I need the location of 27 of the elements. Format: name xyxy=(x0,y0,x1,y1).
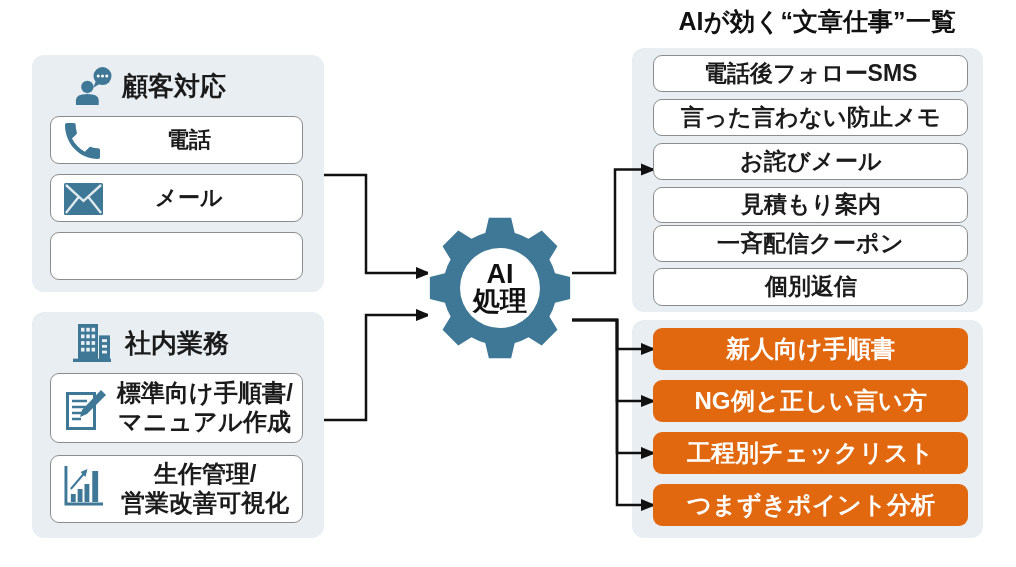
highlight-box: NG例と正しい言い方 xyxy=(653,380,968,422)
title: AIが効く“文章仕事”一覧 xyxy=(678,6,956,36)
item-box xyxy=(50,174,303,222)
highlight-box: 新人向け手順書 xyxy=(653,328,968,370)
highlight-box: 工程別チェックリスト xyxy=(653,432,968,474)
item-label: 電話 xyxy=(166,126,211,154)
item-label: メール xyxy=(154,184,223,212)
item-label: 標準向け手順書/マニュアル作成 xyxy=(117,379,293,437)
highlight-box: つまずきポイント分析 xyxy=(653,484,968,526)
item-box xyxy=(50,373,303,443)
group-panel xyxy=(32,55,324,292)
group-panel xyxy=(632,48,983,312)
item-box: 言った言わない防止メモ xyxy=(653,99,968,136)
group-panel xyxy=(632,320,983,538)
item-box: 見積もり案内 xyxy=(653,187,968,223)
item-box: 電話後フォローSMS xyxy=(653,55,968,92)
gear-label: AI処理 xyxy=(471,261,528,315)
panel-heading: 顧客対応 xyxy=(122,71,226,103)
item-box: 一斉配信クーポン xyxy=(653,225,968,262)
item-box xyxy=(50,116,303,164)
item-label: 生作管理/営業改善可視化 xyxy=(121,460,289,518)
item-box xyxy=(50,455,303,523)
group-panel xyxy=(32,312,324,538)
panel-heading: 社内業務 xyxy=(125,328,229,360)
item-box xyxy=(50,232,303,280)
item-box: お詫びメール xyxy=(653,143,968,180)
item-box: 個別返信 xyxy=(653,268,968,306)
